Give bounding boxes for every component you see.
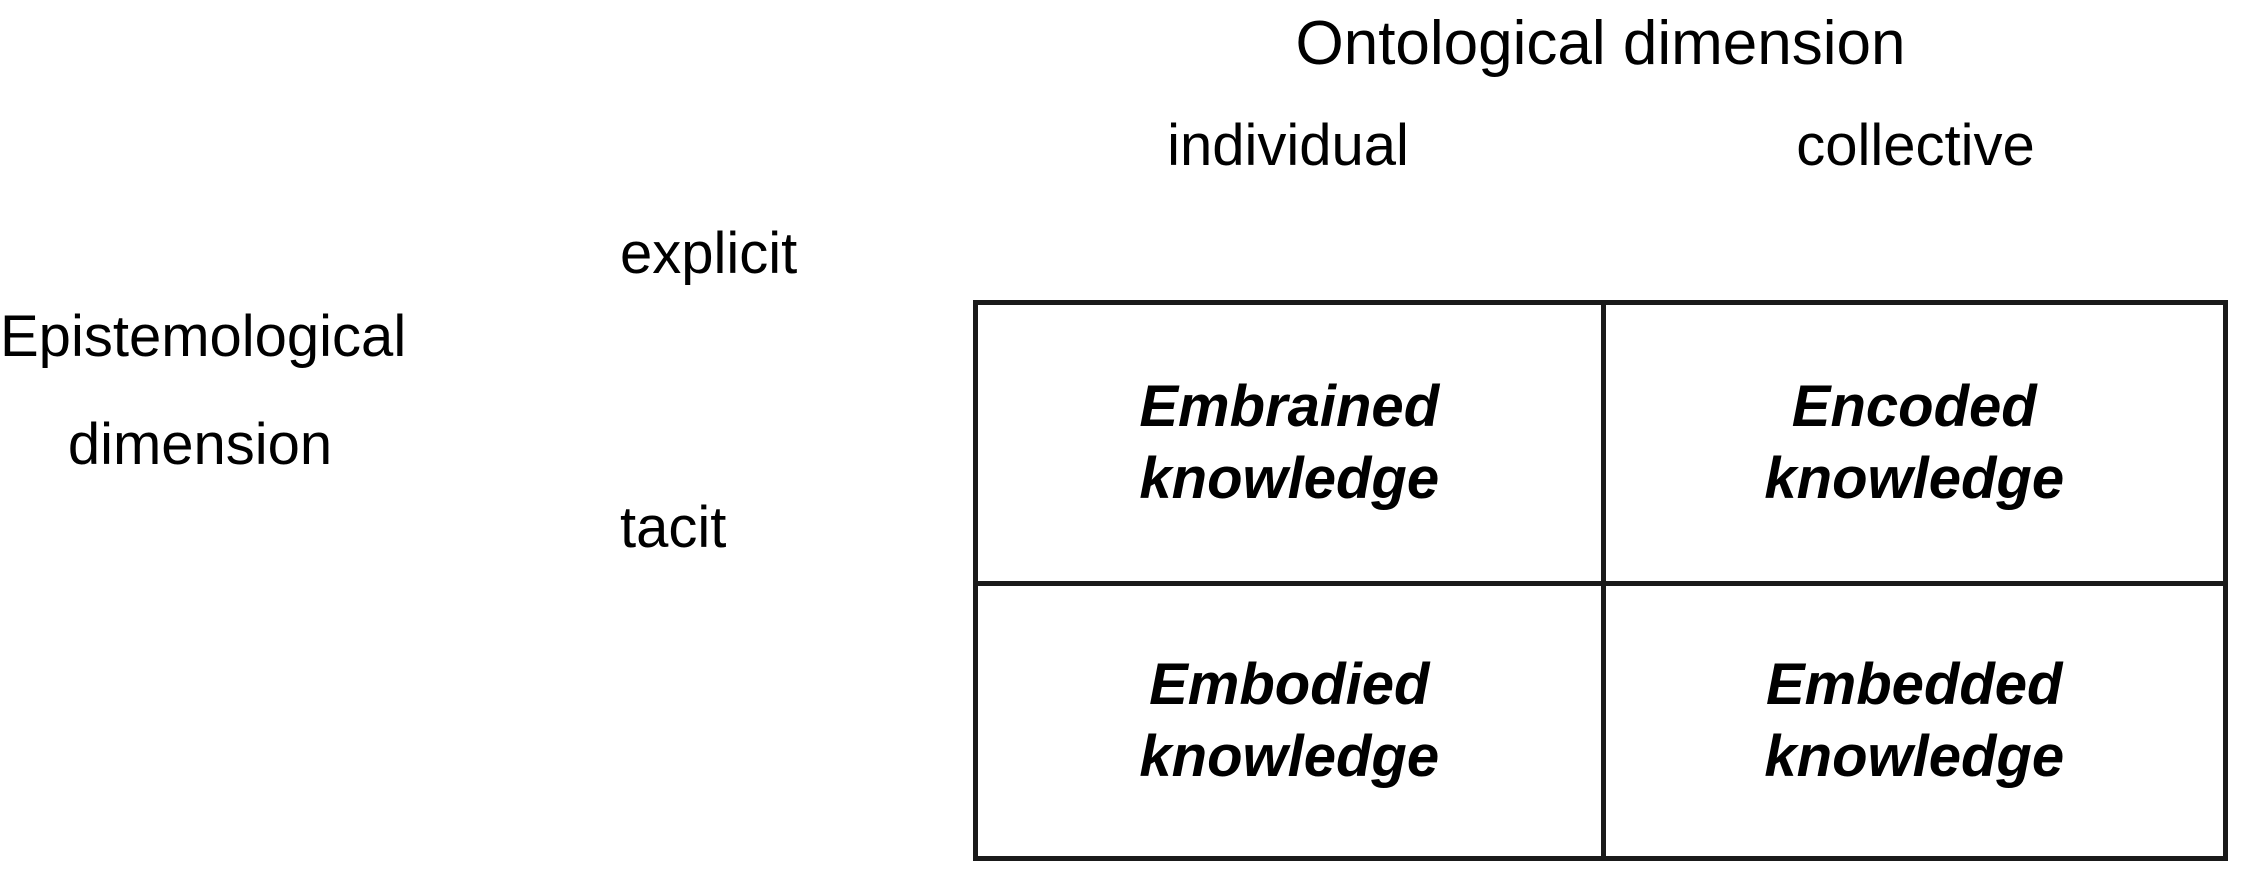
column-header-collective: collective bbox=[1796, 113, 2035, 178]
row-header-tacit: tacit bbox=[620, 495, 727, 560]
matrix-cell-explicit-individual: Embrained knowledge bbox=[978, 305, 1601, 581]
matrix-cell-line1: Encoded bbox=[1791, 373, 2037, 439]
matrix-cell-text: Embrained knowledge bbox=[1139, 371, 1439, 515]
matrix-cell-tacit-collective: Embedded knowledge bbox=[1600, 580, 2223, 856]
matrix-cell-text: Embedded knowledge bbox=[1764, 649, 2064, 793]
matrix-cell-line2: knowledge bbox=[1139, 445, 1440, 511]
epistemological-dimension-label-line1: Epistemological bbox=[0, 304, 407, 369]
matrix-table: Embrained knowledge Encoded knowledge Em… bbox=[973, 300, 2228, 861]
matrix-cell-line1: Embodied bbox=[1149, 651, 1430, 717]
epistemological-dimension-label-line2: dimension bbox=[67, 412, 333, 477]
matrix-cell-text: Embodied knowledge bbox=[1139, 649, 1439, 793]
row-header-explicit: explicit bbox=[620, 221, 798, 286]
epistemological-dimension-label: Epistemological dimension bbox=[0, 283, 407, 499]
matrix-cell-line2: knowledge bbox=[1764, 723, 2065, 789]
matrix-cell-explicit-collective: Encoded knowledge bbox=[1600, 305, 2224, 581]
matrix-cell-line1: Embedded bbox=[1766, 651, 2063, 717]
matrix-cell-tacit-individual: Embodied knowledge bbox=[978, 580, 1601, 857]
matrix-cell-line2: knowledge bbox=[1139, 723, 1440, 789]
matrix-cell-text: Encoded knowledge bbox=[1764, 371, 2064, 515]
matrix-cell-line2: knowledge bbox=[1764, 445, 2065, 511]
ontological-dimension-label: Ontological dimension bbox=[1295, 9, 1906, 78]
matrix-cell-line1: Embrained bbox=[1139, 373, 1440, 439]
column-header-individual: individual bbox=[1167, 113, 1409, 178]
